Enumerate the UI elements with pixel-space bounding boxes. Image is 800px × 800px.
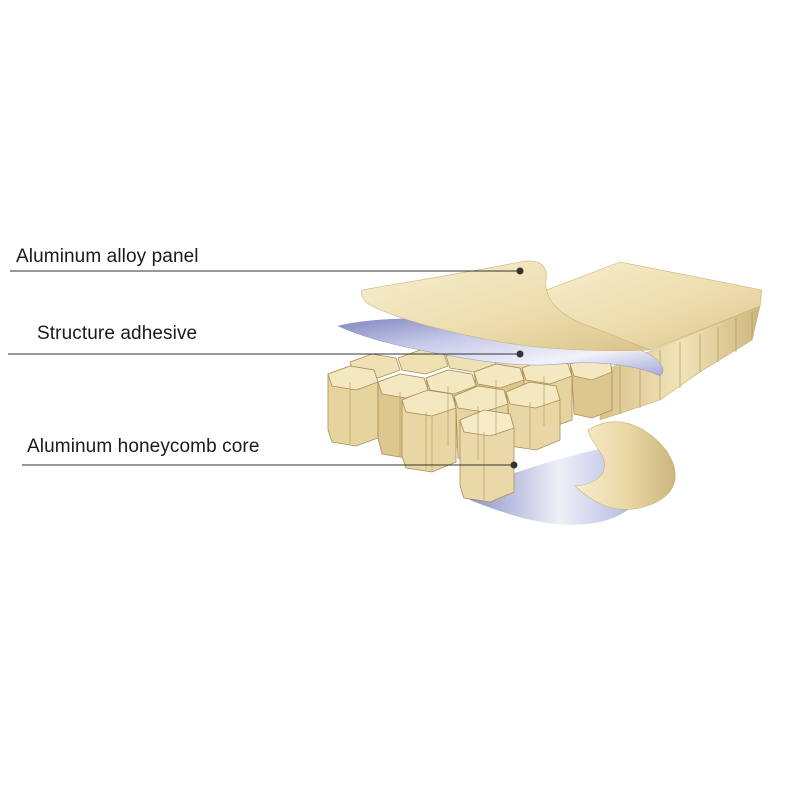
label-structure-adhesive: Structure adhesive	[37, 323, 198, 344]
label-aluminum-honeycomb-core: Aluminum honeycomb core	[27, 436, 260, 457]
bottom-panel-curl	[574, 421, 676, 510]
label-aluminum-alloy-panel: Aluminum alloy panel	[16, 246, 199, 267]
leader-dot-adhesive	[516, 350, 524, 358]
leader-dot-core	[510, 461, 518, 469]
bottom-panel	[468, 421, 676, 525]
leader-lines	[8, 270, 520, 466]
leader-dot-panel	[516, 267, 524, 275]
top-panel-peel	[361, 260, 651, 351]
leader-dots	[510, 267, 524, 469]
